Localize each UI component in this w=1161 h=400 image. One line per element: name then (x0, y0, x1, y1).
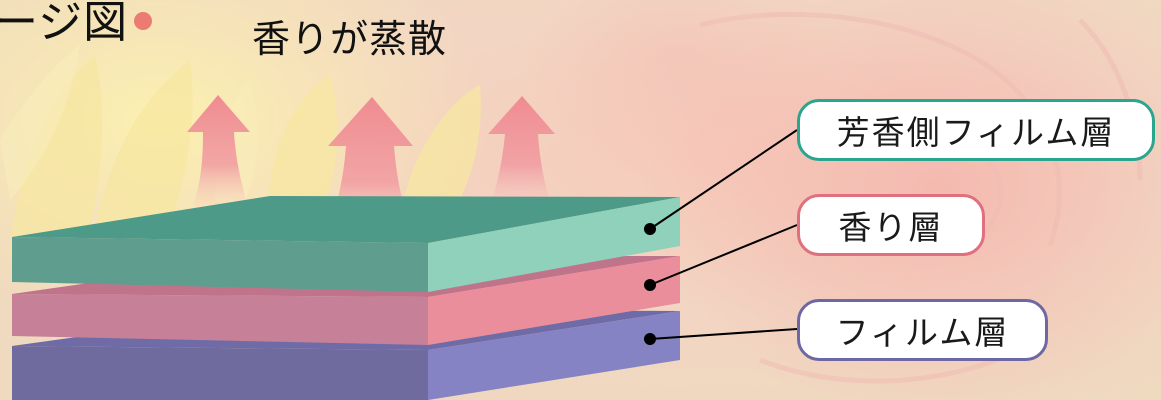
label-text: 芳香側フィルム層 (836, 113, 1116, 152)
aromatic-film-layer (12, 196, 680, 292)
label-film-layer: フィルム層 (797, 299, 1048, 361)
leader-line-bot (649, 328, 798, 340)
title-text: ージ図 (0, 0, 129, 48)
evaporation-caption: 香りが蒸散 (252, 17, 448, 61)
bullet-dot (134, 12, 153, 30)
label-text: フィルム層 (835, 313, 1010, 352)
marker-dot-mid (644, 279, 656, 291)
marker-dot-bot (644, 333, 656, 345)
label-text: 香り層 (838, 208, 944, 247)
scent-arrow-left (187, 95, 250, 212)
leader-line-mid (649, 224, 798, 286)
label-aromatic-film-layer: 芳香側フィルム層 (797, 99, 1155, 161)
scent-arrow-right (488, 96, 555, 212)
marker-dot-top (644, 223, 656, 235)
leader-line-top (649, 129, 798, 230)
label-scent-layer: 香り層 (797, 194, 985, 256)
page-title-fragment: ージ図 (0, 0, 153, 50)
